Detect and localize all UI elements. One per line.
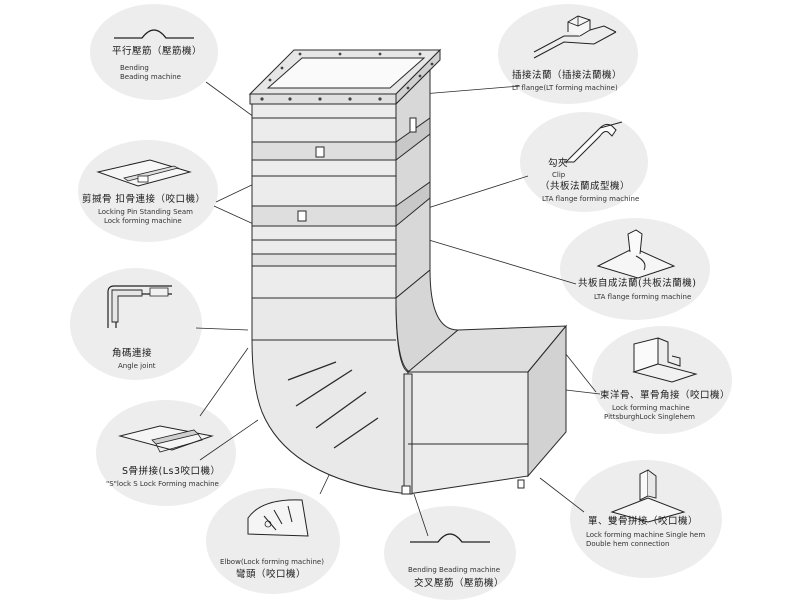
- bubble-clip: [520, 112, 648, 212]
- bubble-beading-bottom: [384, 506, 516, 600]
- label-cn-clip-top: 勾夾: [548, 158, 569, 169]
- bubble-pittsburgh: [592, 326, 732, 434]
- label-cn-pittsburgh: 柬洋骨、單骨角接（咬口機）: [600, 390, 731, 401]
- label-cn-elbow: 彎頭（咬口機）: [236, 569, 307, 580]
- pittsburgh-lock-icon: [632, 337, 698, 383]
- label-en-double-hem-2: Double hem connection: [586, 540, 670, 548]
- clip-icon: [564, 121, 623, 163]
- beading-bump-icon: [114, 29, 194, 39]
- label-en-s-lock: "S"lock S Lock Forming machine: [106, 480, 219, 488]
- label-cn-double-hem: 單、雙骨拼接（咬口機）: [588, 516, 699, 527]
- elbow-section: [251, 268, 460, 495]
- label-cn-beading-top: 平行壓筋（壓筋機）: [112, 46, 203, 57]
- label-cn-lta-flange: 共板自成法蘭(共板法蘭機): [578, 278, 697, 289]
- double-hem-icon: [610, 469, 686, 523]
- bubble-beading-top: [90, 4, 218, 100]
- lt-flange-icon: [533, 15, 617, 59]
- label-en-double-hem-1: Lock forming machine Single hem: [586, 531, 706, 539]
- label-cn-clip: （共板法蘭成型機）: [540, 181, 631, 192]
- lta-flange-icon: [596, 229, 676, 279]
- label-en-clip: LTA flange forming machine: [542, 195, 640, 203]
- beading-bump-icon: [410, 533, 490, 543]
- label-en-beading-top-2: Beading machine: [120, 73, 181, 81]
- label-cn-lt-flange: 插接法蘭（插接法蘭機）: [512, 70, 623, 81]
- bubble-angle-joint: [70, 268, 202, 380]
- pin-seam-icon: [96, 159, 192, 187]
- label-en-beading-top-1: Bending: [120, 64, 149, 72]
- elbow-icon: [247, 499, 309, 537]
- bubble-pin-seam: [78, 140, 218, 242]
- label-en-elbow: Elbow(Lock forming machine): [220, 558, 324, 566]
- bubble-elbow: [206, 488, 340, 594]
- bubble-s-lock: [96, 400, 236, 506]
- vertical-duct: [251, 68, 431, 300]
- label-en-pittsburgh-1: Lock forming machine: [612, 404, 690, 412]
- label-cn-s-lock: S骨拼接(Ls3咬口機）: [122, 466, 221, 477]
- label-en-pittsburgh-2: PittsburghLock Singlehem: [604, 413, 695, 421]
- s-lock-icon: [118, 425, 214, 453]
- label-en-pin-seam-1: Locking Pin Standing Seam: [98, 208, 193, 216]
- top-flange: [248, 48, 442, 106]
- label-en-lta-flange: LTA flange forming machine: [594, 293, 692, 301]
- label-en-angle-joint: Angle joint: [118, 362, 156, 370]
- label-en-clip-top: Clip: [552, 171, 566, 179]
- label-cn-beading-bottom: 交叉壓筋（壓筋機）: [414, 578, 505, 589]
- angle-joint-icon: [107, 285, 172, 328]
- horizontal-duct: [401, 324, 568, 495]
- label-cn-angle-joint: 角碼連接: [112, 348, 153, 359]
- bubble-lt-flange: [498, 4, 638, 104]
- label-cn-pin-seam: 剪揻骨 扣骨連接（咬口機）: [82, 194, 206, 205]
- bubble-lta-flange: [560, 218, 710, 320]
- label-en-beading-bottom: Bending Beading machine: [408, 566, 501, 574]
- label-en-pin-seam-2: Lock forming machine: [104, 217, 182, 225]
- bubble-double-hem: [570, 460, 722, 578]
- label-en-lt-flange: LT flange(LT forming machine): [512, 84, 618, 92]
